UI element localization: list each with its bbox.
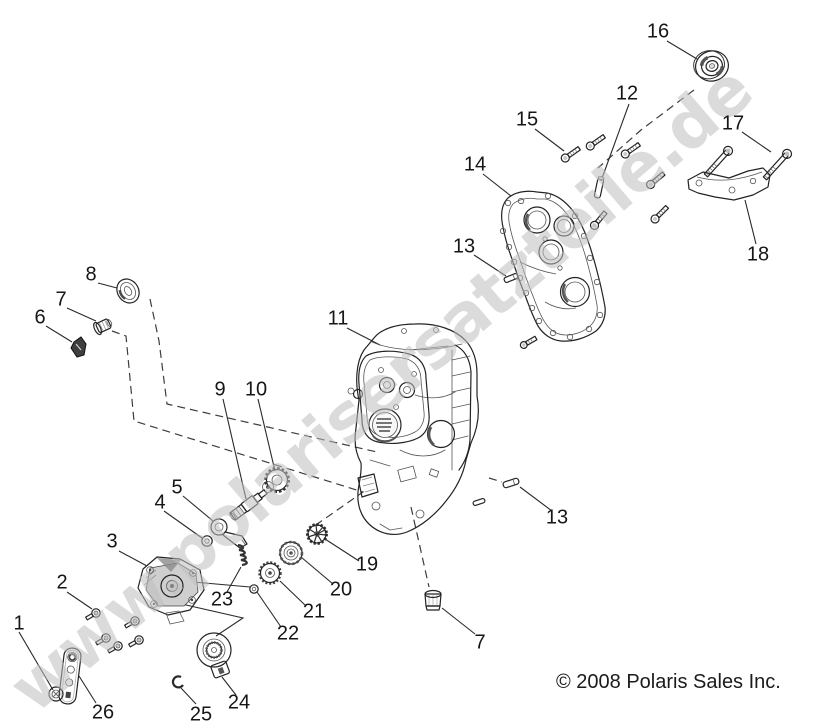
callout-19: 19 — [355, 553, 379, 576]
callout-22: 22 — [276, 622, 300, 645]
part-13-pin-lower — [502, 477, 520, 489]
callout-7-lower: 7 — [474, 631, 486, 654]
part-21-gear — [258, 561, 282, 585]
callout-20: 20 — [329, 578, 353, 601]
part-3-bellcrank — [137, 556, 205, 625]
part-15-bolts — [519, 134, 670, 349]
part-18-bracket — [687, 167, 771, 201]
callout-leader-lines — [18, 40, 772, 705]
callout-1: 1 — [13, 612, 25, 635]
part-13-pin-upper — [503, 272, 519, 284]
dashed-assembly-lines — [111, 89, 695, 588]
callout-12: 12 — [615, 82, 639, 105]
callout-8: 8 — [85, 263, 97, 286]
callout-24: 24 — [227, 691, 251, 714]
part-24-roller — [196, 632, 232, 679]
callout-14: 14 — [463, 153, 487, 176]
callout-9: 9 — [214, 378, 226, 401]
callout-4: 4 — [154, 491, 166, 514]
callout-15: 15 — [515, 108, 539, 131]
callout-18: 18 — [746, 243, 770, 266]
part-14-gearcase-cover — [499, 190, 606, 342]
part-6-clip — [70, 336, 87, 358]
part-20-gear — [278, 540, 304, 566]
part-17-bolts — [703, 145, 793, 181]
part-13-pin-small — [472, 497, 486, 507]
part-12-pin — [593, 176, 605, 199]
callout-13-upper: 13 — [452, 235, 476, 258]
callout-7-upper: 7 — [55, 288, 67, 311]
copyright-text: © 2008 Polaris Sales Inc. — [556, 671, 781, 693]
part-16-bearing — [693, 50, 730, 82]
part-25-e-clip — [171, 675, 184, 689]
part-23-spring — [237, 543, 248, 567]
part-19-bevel-gear — [306, 523, 328, 545]
part-22-washer — [249, 584, 259, 594]
callout-23: 23 — [210, 588, 234, 611]
callout-16: 16 — [646, 20, 670, 43]
callout-13-lower: 13 — [545, 506, 569, 529]
part-10-gear — [262, 467, 290, 493]
callout-26: 26 — [91, 701, 115, 724]
part-7-drain-plug — [424, 589, 442, 611]
callout-2: 2 — [56, 571, 68, 594]
callout-6: 6 — [34, 306, 46, 329]
callout-3: 3 — [106, 530, 118, 553]
part-8-seal — [116, 278, 140, 304]
callout-5: 5 — [171, 476, 183, 499]
callout-21: 21 — [302, 600, 326, 623]
part-11-gearcase — [347, 323, 479, 535]
callout-10: 10 — [244, 378, 268, 401]
part-2-screws — [85, 608, 144, 654]
callout-25: 25 — [189, 703, 213, 726]
part-4-washer — [201, 535, 213, 547]
part-5-shift-arm — [210, 518, 248, 549]
callout-11: 11 — [327, 307, 349, 330]
part-9-shaft — [229, 489, 268, 521]
callout-17: 17 — [721, 112, 745, 135]
part-7-plug — [93, 318, 113, 336]
part-1-screw — [48, 686, 64, 702]
part-26-link — [58, 647, 82, 705]
